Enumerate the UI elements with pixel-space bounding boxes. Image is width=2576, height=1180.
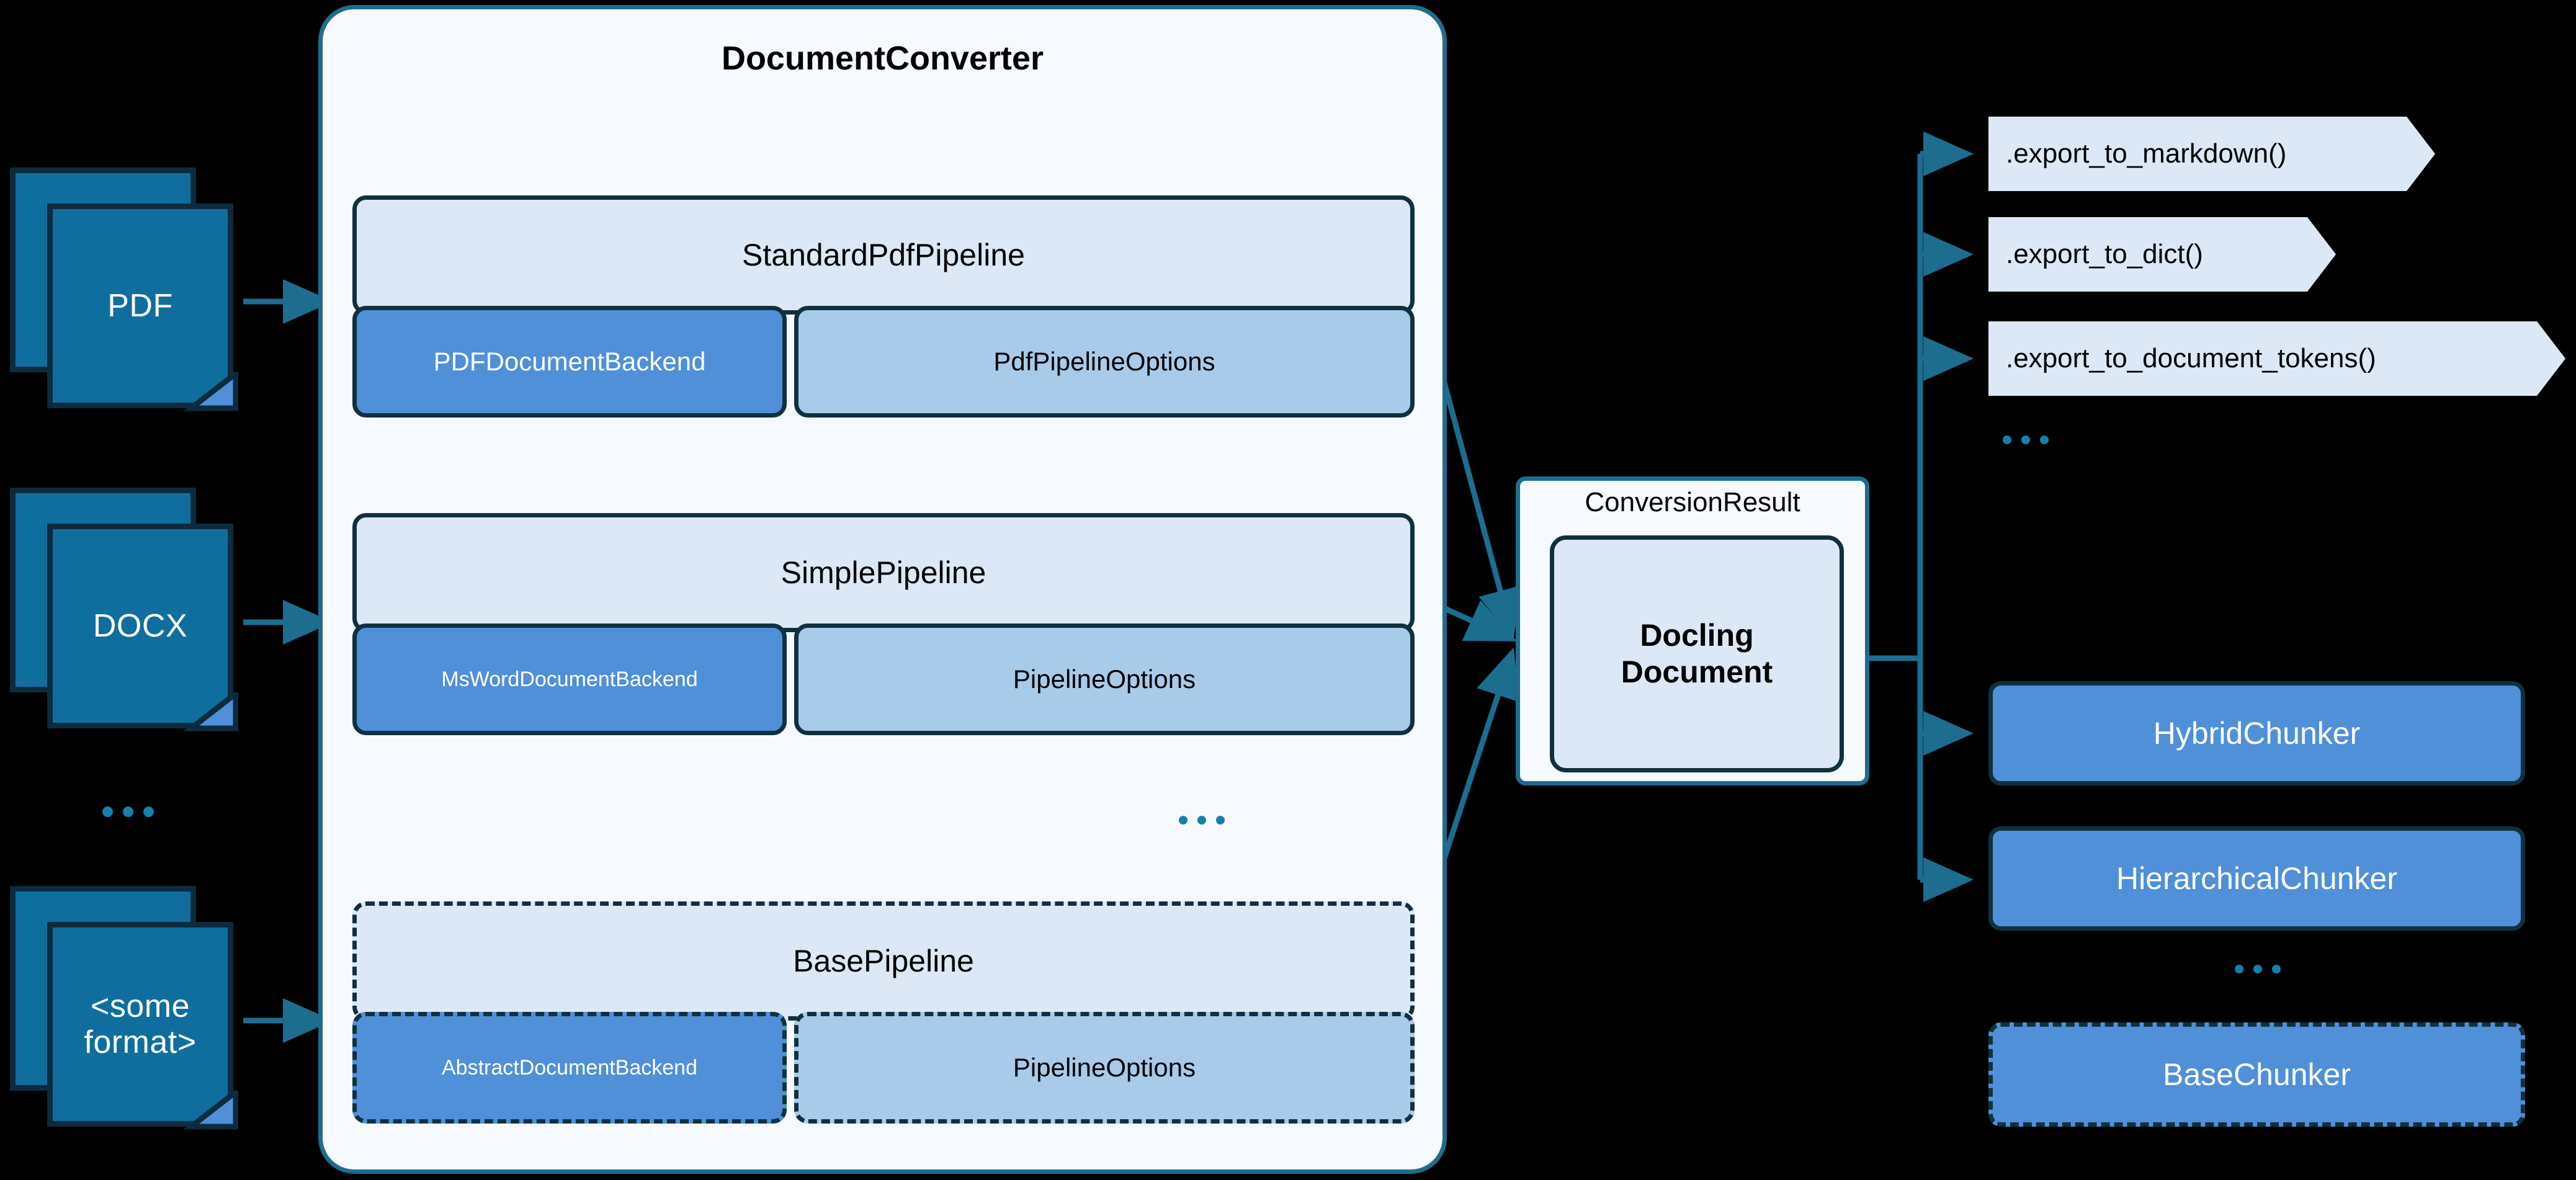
chunker-label: HybridChunker (2153, 716, 2361, 751)
input-ellipsis (102, 807, 154, 817)
options-label: PipelineOptions (1013, 1053, 1196, 1082)
pipeline-backend-msword[interactable]: MsWordDocumentBackend (352, 624, 787, 735)
pipeline-backend-abstract[interactable]: AbstractDocumentBackend (352, 1012, 787, 1124)
docx-document-icon: DOCX (10, 488, 246, 736)
pipeline-group-simple[interactable]: SimplePipeline MsWordDocumentBackend Pip… (352, 513, 1415, 736)
pipeline-header-base[interactable]: BasePipeline (352, 901, 1415, 1021)
ellipsis-dot (2235, 965, 2243, 973)
docx-doc-front-sheet: DOCX (47, 524, 233, 728)
export-label: .export_to_document_tokens() (2006, 343, 2376, 373)
pipeline-options-base[interactable]: PipelineOptions (794, 1012, 1415, 1124)
export-label: .export_to_dict() (2006, 239, 2203, 269)
generic-document-icon: <some format> (10, 886, 246, 1146)
chunker-box-base[interactable]: BaseChunker (1988, 1022, 2525, 1127)
chunker-box-hierarchical[interactable]: HierarchicalChunker (1988, 826, 2525, 931)
docling-document-box[interactable]: Docling Document (1550, 535, 1844, 772)
docx-doc-label: DOCX (92, 607, 188, 644)
ellipsis-dot (2021, 436, 2030, 444)
pipeline-header-standard-pdf[interactable]: StandardPdfPipeline (352, 195, 1415, 315)
document-converter-panel: DocumentConverter StandardPdfPipeline PD… (318, 5, 1447, 1174)
generic-doc-front-sheet: <some format> (47, 922, 233, 1127)
export-chevron-document-tokens[interactable]: .export_to_document_tokens() (1988, 321, 2565, 396)
pipeline-backend-pdf[interactable]: PDFDocumentBackend (352, 306, 787, 418)
chunker-label: HierarchicalChunker (2116, 861, 2397, 896)
conversion-result-box[interactable]: ConversionResult Docling Document (1516, 476, 1869, 785)
pipeline-name-label: BasePipeline (793, 944, 974, 978)
pipeline-group-base[interactable]: BasePipeline AbstractDocumentBackend Pip… (352, 901, 1415, 1142)
pipeline-options-simple[interactable]: PipelineOptions (794, 624, 1415, 735)
ellipsis-dot (1216, 816, 1225, 825)
pipeline-options-pdf[interactable]: PdfPipelineOptions (794, 306, 1415, 418)
export-chevron-dict[interactable]: .export_to_dict() (1988, 217, 2336, 292)
generic-doc-label: <some format> (84, 988, 197, 1060)
ellipsis-dot (2040, 436, 2049, 444)
export-chevron-markdown[interactable]: .export_to_markdown() (1988, 117, 2435, 191)
chunker-ellipsis (2235, 965, 2281, 973)
ellipsis-dot (2272, 965, 2281, 973)
pipeline-ellipsis (1179, 816, 1225, 825)
options-label: PdfPipelineOptions (993, 347, 1215, 376)
pdf-doc-label: PDF (107, 287, 173, 324)
pipeline-name-label: SimplePipeline (780, 555, 986, 590)
pdf-doc-fold-icon (182, 372, 238, 411)
pdf-document-icon: PDF (10, 168, 246, 416)
export-label: .export_to_markdown() (2006, 138, 2287, 169)
ellipsis-dot (143, 807, 154, 817)
ellipsis-dot (123, 807, 133, 817)
ellipsis-dot (102, 807, 113, 817)
ellipsis-dot (1179, 816, 1187, 825)
pdf-doc-front-sheet: PDF (47, 203, 233, 408)
options-label: PipelineOptions (1013, 664, 1196, 694)
pipeline-name-label: StandardPdfPipeline (742, 238, 1025, 272)
backend-label: AbstractDocumentBackend (442, 1055, 697, 1079)
conversion-result-label: ConversionResult (1585, 487, 1800, 517)
pipeline-group-standard-pdf[interactable]: StandardPdfPipeline PDFDocumentBackend P… (352, 195, 1415, 419)
docling-document-label: Docling Document (1621, 618, 1773, 689)
ellipsis-dot (2003, 436, 2011, 444)
ellipsis-dot (1197, 816, 1206, 825)
generic-doc-fold-icon (182, 1091, 238, 1130)
backend-label: PDFDocumentBackend (433, 347, 706, 376)
chunker-label: BaseChunker (2163, 1057, 2351, 1092)
pipeline-header-simple[interactable]: SimplePipeline (352, 513, 1415, 632)
ellipsis-dot (2253, 965, 2262, 973)
backend-label: MsWordDocumentBackend (441, 667, 698, 691)
export-ellipsis (2003, 436, 2049, 444)
chunker-box-hybrid[interactable]: HybridChunker (1988, 681, 2525, 785)
page-title: DocumentConverter (721, 40, 1044, 77)
docx-doc-fold-icon (182, 692, 238, 731)
